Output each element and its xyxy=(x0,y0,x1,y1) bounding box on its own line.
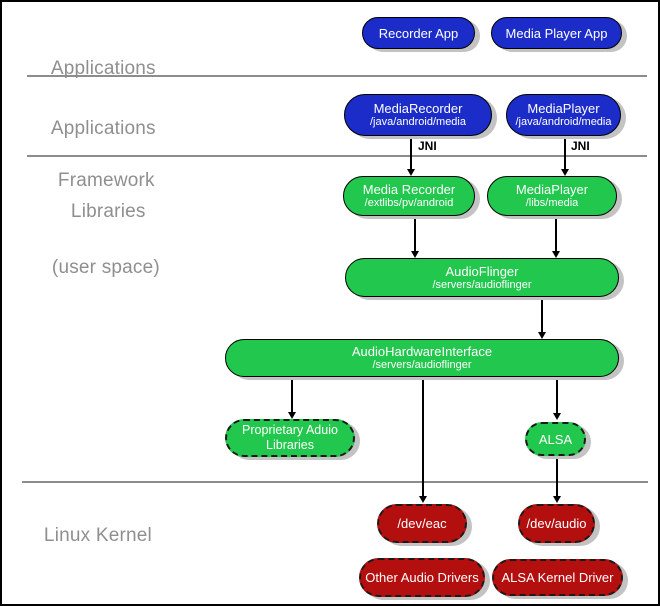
node-proprietary-audio-libraries: Proprietary Aduio Libraries xyxy=(225,419,355,457)
arrow-ahi-proprietary xyxy=(288,377,295,419)
divider-libraries-kernel xyxy=(22,481,648,483)
jni-label-left: JNI xyxy=(418,139,437,153)
node-title: MediaPlayer xyxy=(515,182,589,197)
node-dev-audio: /dev/audio xyxy=(518,504,595,543)
section-label-line1: Libraries xyxy=(70,201,146,222)
node-title: ALSA Kernel Driver xyxy=(501,570,614,585)
node-audio-hardware-interface: AudioHardwareInterface /servers/audiofli… xyxy=(225,339,619,377)
node-alsa: ALSA xyxy=(525,422,586,456)
node-title: Media Player App xyxy=(505,25,608,41)
arrow-mediaplayer-jni xyxy=(561,136,568,176)
section-label-text: Linux Kernel xyxy=(43,525,152,546)
node-title: Other Audio Drivers xyxy=(365,570,479,585)
node-mediarecorder-framework: MediaRecorder /java/android/media xyxy=(344,94,492,136)
arrow-mediarecorder-jni xyxy=(407,136,414,176)
section-label-line1: Applications xyxy=(50,118,156,139)
arrow-mediarecorder-audioflinger xyxy=(411,216,418,258)
section-label-linux-kernel: Linux Kernel xyxy=(22,497,152,575)
node-title: Recorder App xyxy=(378,25,459,41)
section-label-applications-framework: Applications Framework xyxy=(30,90,156,220)
node-title-line1: Proprietary Aduio xyxy=(242,423,338,437)
node-title-line2: Libraries xyxy=(266,438,314,452)
arrow-audioflinger-ahi xyxy=(538,297,545,339)
node-title: MediaRecorder xyxy=(373,101,463,116)
node-title: /dev/audio xyxy=(526,516,587,531)
node-mediaplayer-framework: MediaPlayer /java/android/media xyxy=(506,94,621,136)
section-label-libraries: Libraries (user space) xyxy=(30,170,160,310)
section-label-line2: Framework xyxy=(57,170,155,191)
arrow-alsa-dev-audio xyxy=(553,457,560,503)
jni-label-right: JNI xyxy=(571,139,590,153)
node-path: /extlibs/pv/android xyxy=(364,197,454,209)
node-title: /dev/eac xyxy=(397,516,447,531)
node-title: ALSA xyxy=(538,431,573,447)
node-media-recorder-lib: Media Recorder /extlibs/pv/android xyxy=(343,176,475,216)
section-label-text: Applications xyxy=(50,58,156,79)
arrow-ahi-alsa xyxy=(553,377,560,420)
node-path: /libs/media xyxy=(525,197,579,209)
section-label-line2: (user space) xyxy=(51,257,160,278)
node-dev-eac: /dev/eac xyxy=(377,504,467,543)
arrow-mediaplayer-audioflinger xyxy=(552,216,559,258)
divider-framework-libraries xyxy=(27,155,647,157)
node-path: /servers/audioflinger xyxy=(372,359,472,371)
node-path: /java/android/media xyxy=(369,116,466,128)
node-audioflinger: AudioFlinger /servers/audioflinger xyxy=(345,258,619,297)
section-label-applications: Applications xyxy=(30,30,156,108)
node-media-player-app: Media Player App xyxy=(491,17,622,49)
node-mediaplayer-lib: MediaPlayer /libs/media xyxy=(487,176,617,216)
node-title: MediaPlayer xyxy=(527,101,600,116)
node-other-audio-drivers: Other Audio Drivers xyxy=(359,558,485,597)
node-alsa-kernel-driver: ALSA Kernel Driver xyxy=(492,559,623,596)
node-title: AudioHardwareInterface xyxy=(351,344,493,359)
node-recorder-app: Recorder App xyxy=(362,17,475,49)
arrow-ahi-dev-eac xyxy=(419,377,426,503)
node-path: /java/android/media xyxy=(515,116,612,128)
node-title: AudioFlinger xyxy=(445,263,519,279)
node-path: /servers/audioflinger xyxy=(432,278,532,291)
node-title: Media Recorder xyxy=(362,182,456,197)
divider-applications-framework xyxy=(27,75,647,77)
